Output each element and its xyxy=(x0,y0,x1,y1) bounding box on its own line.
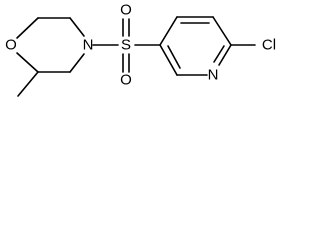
bond-c-n-top xyxy=(69,17,85,37)
sulfonyl-double-bond-top xyxy=(122,18,130,37)
ring-nitrogen-label: N xyxy=(83,37,94,54)
chemical-structure-diagram: O N S O O N Cl xyxy=(5,2,276,97)
bond-c-o-bottom xyxy=(16,52,39,73)
morpholine-ring xyxy=(16,17,85,73)
pyridine-nitrogen-label: N xyxy=(208,67,219,84)
methyl-bond xyxy=(17,71,39,97)
chlorine-label: Cl xyxy=(262,37,276,54)
bond-n-c-bottom xyxy=(69,53,85,73)
sulfonyl-double-bond-bottom xyxy=(122,53,130,73)
pyridine-ring xyxy=(159,16,232,76)
ring-oxygen-label: O xyxy=(5,37,17,54)
bond-o-c-top xyxy=(16,17,39,39)
sulfur-label: S xyxy=(121,37,131,54)
sulfonyl-oxygen-top-label: O xyxy=(120,2,132,19)
sulfonyl-oxygen-bottom-label: O xyxy=(120,72,132,89)
